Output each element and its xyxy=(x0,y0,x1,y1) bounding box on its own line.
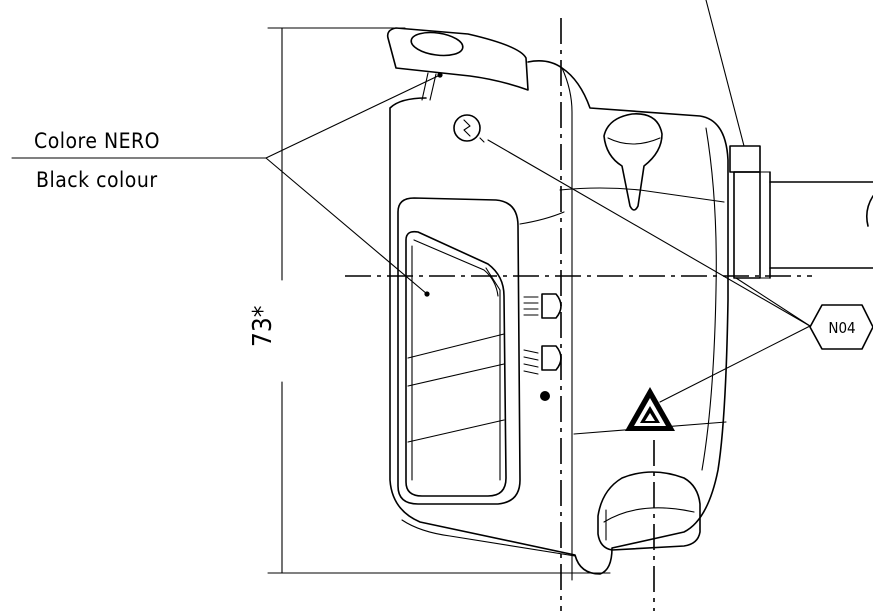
clamp-top-tab xyxy=(729,145,761,173)
teardrop-highlight xyxy=(607,137,661,145)
leader-to-top-cap xyxy=(265,74,441,159)
n04-leader-clamp xyxy=(735,277,811,327)
lower-button-outline xyxy=(597,471,701,551)
headlamp-low-icon xyxy=(541,345,562,371)
horn-symbol xyxy=(453,114,485,143)
leader-dot-face xyxy=(424,291,430,297)
horn-symbol-circle xyxy=(453,114,481,142)
body-bottom-lip xyxy=(401,519,576,557)
dip-line-2 xyxy=(523,356,539,361)
handlebar-clamp xyxy=(705,0,873,279)
lower-push-button xyxy=(597,471,701,551)
top-cap-stem-2 xyxy=(429,73,437,101)
clamp-collar xyxy=(733,171,761,279)
rocker-rib-2 xyxy=(407,363,505,387)
dimension-73: 73* xyxy=(248,27,611,574)
horn-symbol-tick xyxy=(479,137,485,143)
hazard-triangle-core xyxy=(645,413,655,421)
n04-leader-horn xyxy=(487,139,811,327)
dip-line-4 xyxy=(523,370,539,375)
n04-tag-hexagon xyxy=(809,304,873,350)
top-cap-bore xyxy=(410,31,464,57)
rocker-face-top xyxy=(413,239,499,297)
handlebar-tube-end xyxy=(866,195,873,227)
rocker-rib-3 xyxy=(407,419,505,443)
dimension-value: 73* xyxy=(248,306,278,347)
top-cap-stem xyxy=(421,72,429,101)
centerlines xyxy=(345,18,812,611)
dip-line-3 xyxy=(523,363,539,368)
rocker-recess-outer xyxy=(397,197,521,505)
body-seam-right xyxy=(701,127,717,471)
n04-tag-label: N04 xyxy=(828,319,855,337)
top-cap xyxy=(386,27,529,91)
rocker-face-edge xyxy=(485,267,501,481)
material-callout: Colore NERO Black colour xyxy=(11,72,443,297)
callout-text-english: Black colour xyxy=(36,168,158,192)
horn-button xyxy=(603,113,663,211)
top-right-leader xyxy=(705,0,745,147)
callout-text-italian: Colore NERO xyxy=(34,129,160,153)
part-tag-n04: N04 xyxy=(487,139,873,403)
n04-leader-hazard xyxy=(659,325,811,403)
body-seam-side xyxy=(559,187,725,203)
dip-line-1 xyxy=(523,349,539,354)
body-outline xyxy=(389,60,729,575)
hazard-warning-icon xyxy=(625,387,675,431)
low-beam-indicator xyxy=(523,345,562,375)
leader-to-button-face xyxy=(265,157,428,295)
rocker-recess-inner xyxy=(405,230,507,497)
position-dot-icon xyxy=(540,391,550,401)
body-seam-mid xyxy=(519,211,565,225)
switch-housing xyxy=(386,27,729,581)
rocker-rib-1 xyxy=(407,333,505,359)
lower-button-face xyxy=(603,507,695,523)
horn-symbol-glyph xyxy=(463,119,471,137)
teardrop-button xyxy=(603,113,663,211)
headlamp-high-icon xyxy=(541,293,562,319)
body-seam-top xyxy=(561,67,573,581)
high-beam-indicator xyxy=(523,293,562,319)
